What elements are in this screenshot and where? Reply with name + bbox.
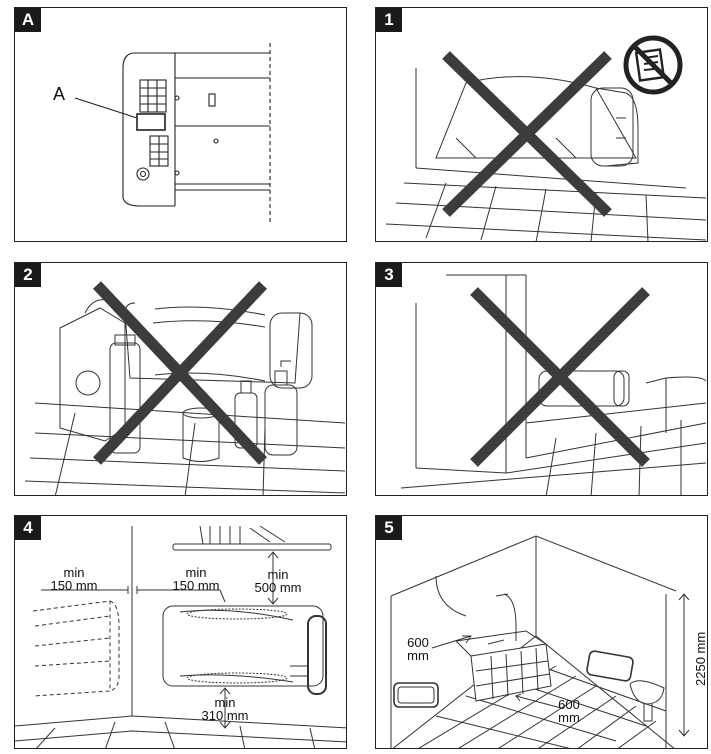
distance-unit: mm [407, 648, 429, 663]
clearance-value: 310 mm [201, 708, 249, 723]
clearance-value: 150 mm [50, 578, 98, 593]
panel-1-badge: 1 [376, 8, 402, 32]
callout-label-a: A [53, 84, 66, 104]
min-label: min [267, 567, 289, 582]
side-clearance-right-label: min 150 mm [163, 566, 229, 592]
floor-clearance-label: min 310 mm [190, 696, 260, 722]
clearance-value: 500 mm [254, 580, 302, 595]
side-distance-label-right: 600 mm [549, 698, 589, 724]
min-label: min [185, 565, 207, 580]
distance-unit: mm [558, 710, 580, 725]
panel-4: 4 min 150 mm min 150 mm min [14, 515, 347, 749]
panel-2-cross [92, 281, 268, 465]
distance-value: 600 [558, 697, 580, 712]
panel-2-badge: 2 [15, 263, 41, 287]
panel-4-badge: 4 [15, 516, 41, 540]
flammable-items-scene [24, 299, 346, 495]
min-label: min [63, 565, 85, 580]
panel-3: 3 [375, 262, 708, 496]
mounting-height-label: 2250 mm [693, 631, 708, 686]
panel-5: 5 600 mm 600 mm 2250 mm [375, 515, 708, 749]
panel-a: A A [14, 7, 347, 242]
distance-value: 600 [407, 635, 429, 650]
min-label: min [214, 695, 236, 710]
panel-1: 1 [375, 7, 708, 242]
panel-2: 2 [14, 262, 347, 496]
panel-3-cross [470, 287, 650, 467]
clearance-diagram [15, 525, 346, 748]
panel-a-badge: A [15, 8, 41, 32]
no-cover-prohibited-icon [623, 35, 683, 95]
panel-5-badge: 5 [376, 516, 402, 540]
panel-1-cross [442, 51, 612, 217]
heater-back-diagram [74, 43, 271, 223]
panel-3-badge: 3 [376, 263, 402, 287]
bathroom-zones-diagram [390, 535, 690, 748]
clearance-value: 150 mm [172, 578, 220, 593]
top-clearance-label: min 500 mm [243, 568, 313, 594]
side-distance-label-left: 600 mm [398, 636, 438, 662]
side-clearance-left-label: min 150 mm [41, 566, 107, 592]
